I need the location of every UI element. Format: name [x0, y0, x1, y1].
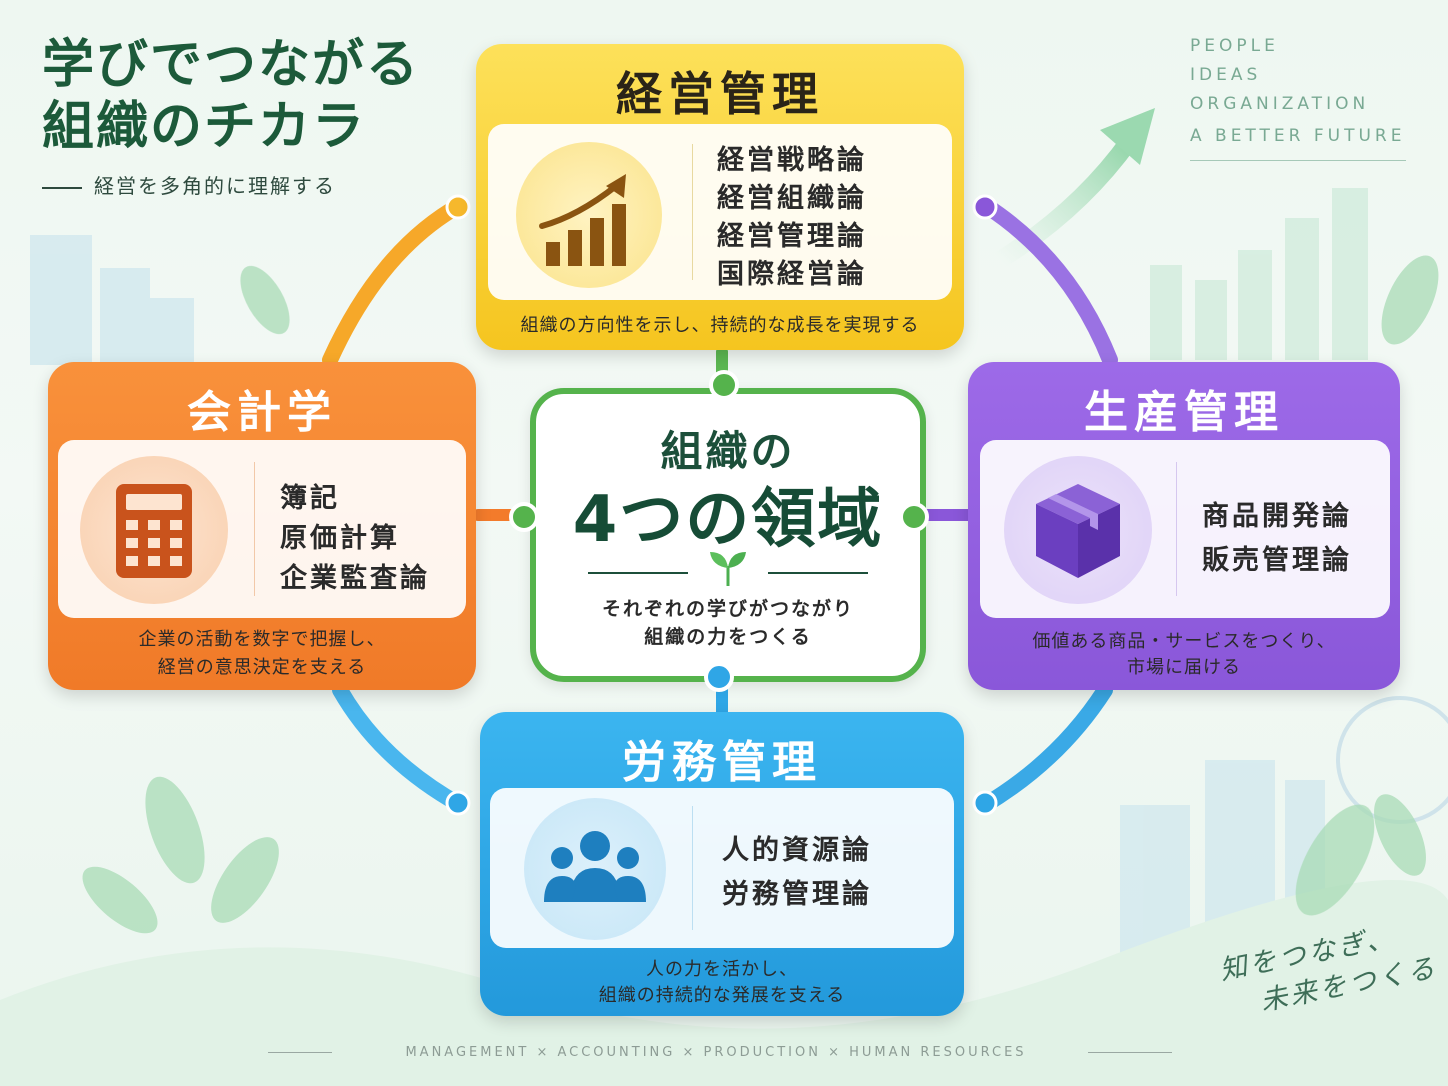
page-subtitle: 経営を多角的に理解する: [42, 170, 336, 199]
management-item: 国際経営論: [717, 259, 867, 290]
accounting-card: 会計学 簿記 原価計算 企業監査論 企業の活動を数字で把握し、 経営の意思決定を…: [48, 362, 476, 690]
accounting-item: 簿記: [280, 483, 340, 514]
tagline-ideas: IDEAS: [1190, 65, 1262, 85]
accounting-divider: [254, 462, 255, 596]
center-panel: 組織の 4つの領域 それぞれの学びがつながり 組織の力をつくる: [530, 388, 926, 682]
management-card-panel: 経営戦略論 経営組織論 経営管理論 国際経営論: [488, 124, 952, 300]
box-icon: [1004, 456, 1152, 604]
labor-card-panel: 人的資源論 労務管理論: [490, 788, 954, 948]
management-description: 組織の方向性を示し、持続的な成長を実現する: [520, 315, 920, 336]
center-rule-right: [768, 572, 868, 574]
footer-rule-left: [268, 1052, 332, 1053]
center-description-line2: 組織の力をつくる: [644, 626, 812, 648]
calculator-icon: [80, 456, 228, 604]
management-item: 経営組織論: [717, 183, 867, 214]
center-title-line2: 4つの領域: [572, 483, 884, 557]
sprout-icon: [710, 552, 746, 586]
production-divider: [1176, 462, 1177, 596]
page-title: 学びでつながる 組織のチカラ: [42, 34, 420, 158]
page-title-line2: 組織のチカラ: [42, 97, 367, 157]
labor-divider: [692, 806, 693, 930]
tagline-people: PEOPLE: [1190, 36, 1279, 56]
labor-item: 労務管理論: [722, 879, 872, 910]
management-item: 経営管理論: [717, 221, 867, 252]
accounting-card-title: 会計学: [187, 387, 337, 438]
production-card-title: 生産管理: [1084, 387, 1284, 438]
production-card-panel: 商品開発論 販売管理論: [980, 440, 1390, 618]
production-item: 商品開発論: [1202, 501, 1352, 532]
people-icon: [524, 798, 666, 940]
labor-description-line1: 人の力を活かし、: [646, 959, 798, 980]
management-card-title: 経営管理: [616, 67, 824, 121]
accounting-description-line1: 企業の活動を数字で把握し、: [138, 629, 386, 650]
connector-dot-top: [709, 370, 739, 400]
labor-description-line2: 組織の持続的な発展を支える: [598, 985, 846, 1006]
labor-card-title: 労務管理: [622, 737, 822, 788]
connector-dot-left: [509, 502, 539, 532]
accounting-card-panel: 簿記 原価計算 企業監査論: [58, 440, 466, 618]
accounting-description-line2: 経営の意思決定を支える: [157, 657, 367, 678]
tagline-divider: [1190, 160, 1406, 161]
management-card: 経営管理 経営戦略論 経営組織論 経営管理論 国際経営論 組織の方向性を示し、持…: [476, 44, 964, 350]
footer-rule-right: [1088, 1052, 1172, 1053]
tagline-organization: ORGANIZATION: [1190, 94, 1370, 114]
labor-card: 労務管理 人的資源論 労務管理論 人の力を活かし、 組織の持続的な発展を支える: [480, 712, 964, 1016]
management-divider: [692, 144, 693, 280]
production-item: 販売管理論: [1202, 545, 1352, 576]
accounting-item: 企業監査論: [280, 563, 430, 594]
production-card: 生産管理 商品開発論 販売管理論 価値ある商品・サービスをつくり、 市場に届ける: [968, 362, 1400, 690]
production-description-line1: 価値ある商品・サービスをつくり、: [1032, 631, 1336, 652]
accounting-item: 原価計算: [280, 523, 400, 554]
connector-dot-right: [899, 502, 929, 532]
footer-keywords: MANAGEMENT × ACCOUNTING × PRODUCTION × H…: [405, 1045, 1027, 1060]
center-description-line1: それぞれの学びがつながり: [601, 598, 854, 620]
growth-chart-icon: [516, 142, 662, 288]
labor-item: 人的資源論: [722, 835, 872, 866]
center-rule-left: [588, 572, 688, 574]
tagline-future: A BETTER FUTURE: [1190, 126, 1406, 146]
center-title-line1: 組織の: [660, 427, 796, 476]
connector-dot-bottom: [704, 662, 734, 692]
management-item: 経営戦略論: [717, 145, 867, 176]
production-description-line2: 市場に届ける: [1127, 657, 1241, 678]
page-title-line1: 学びでつながる: [42, 35, 421, 95]
